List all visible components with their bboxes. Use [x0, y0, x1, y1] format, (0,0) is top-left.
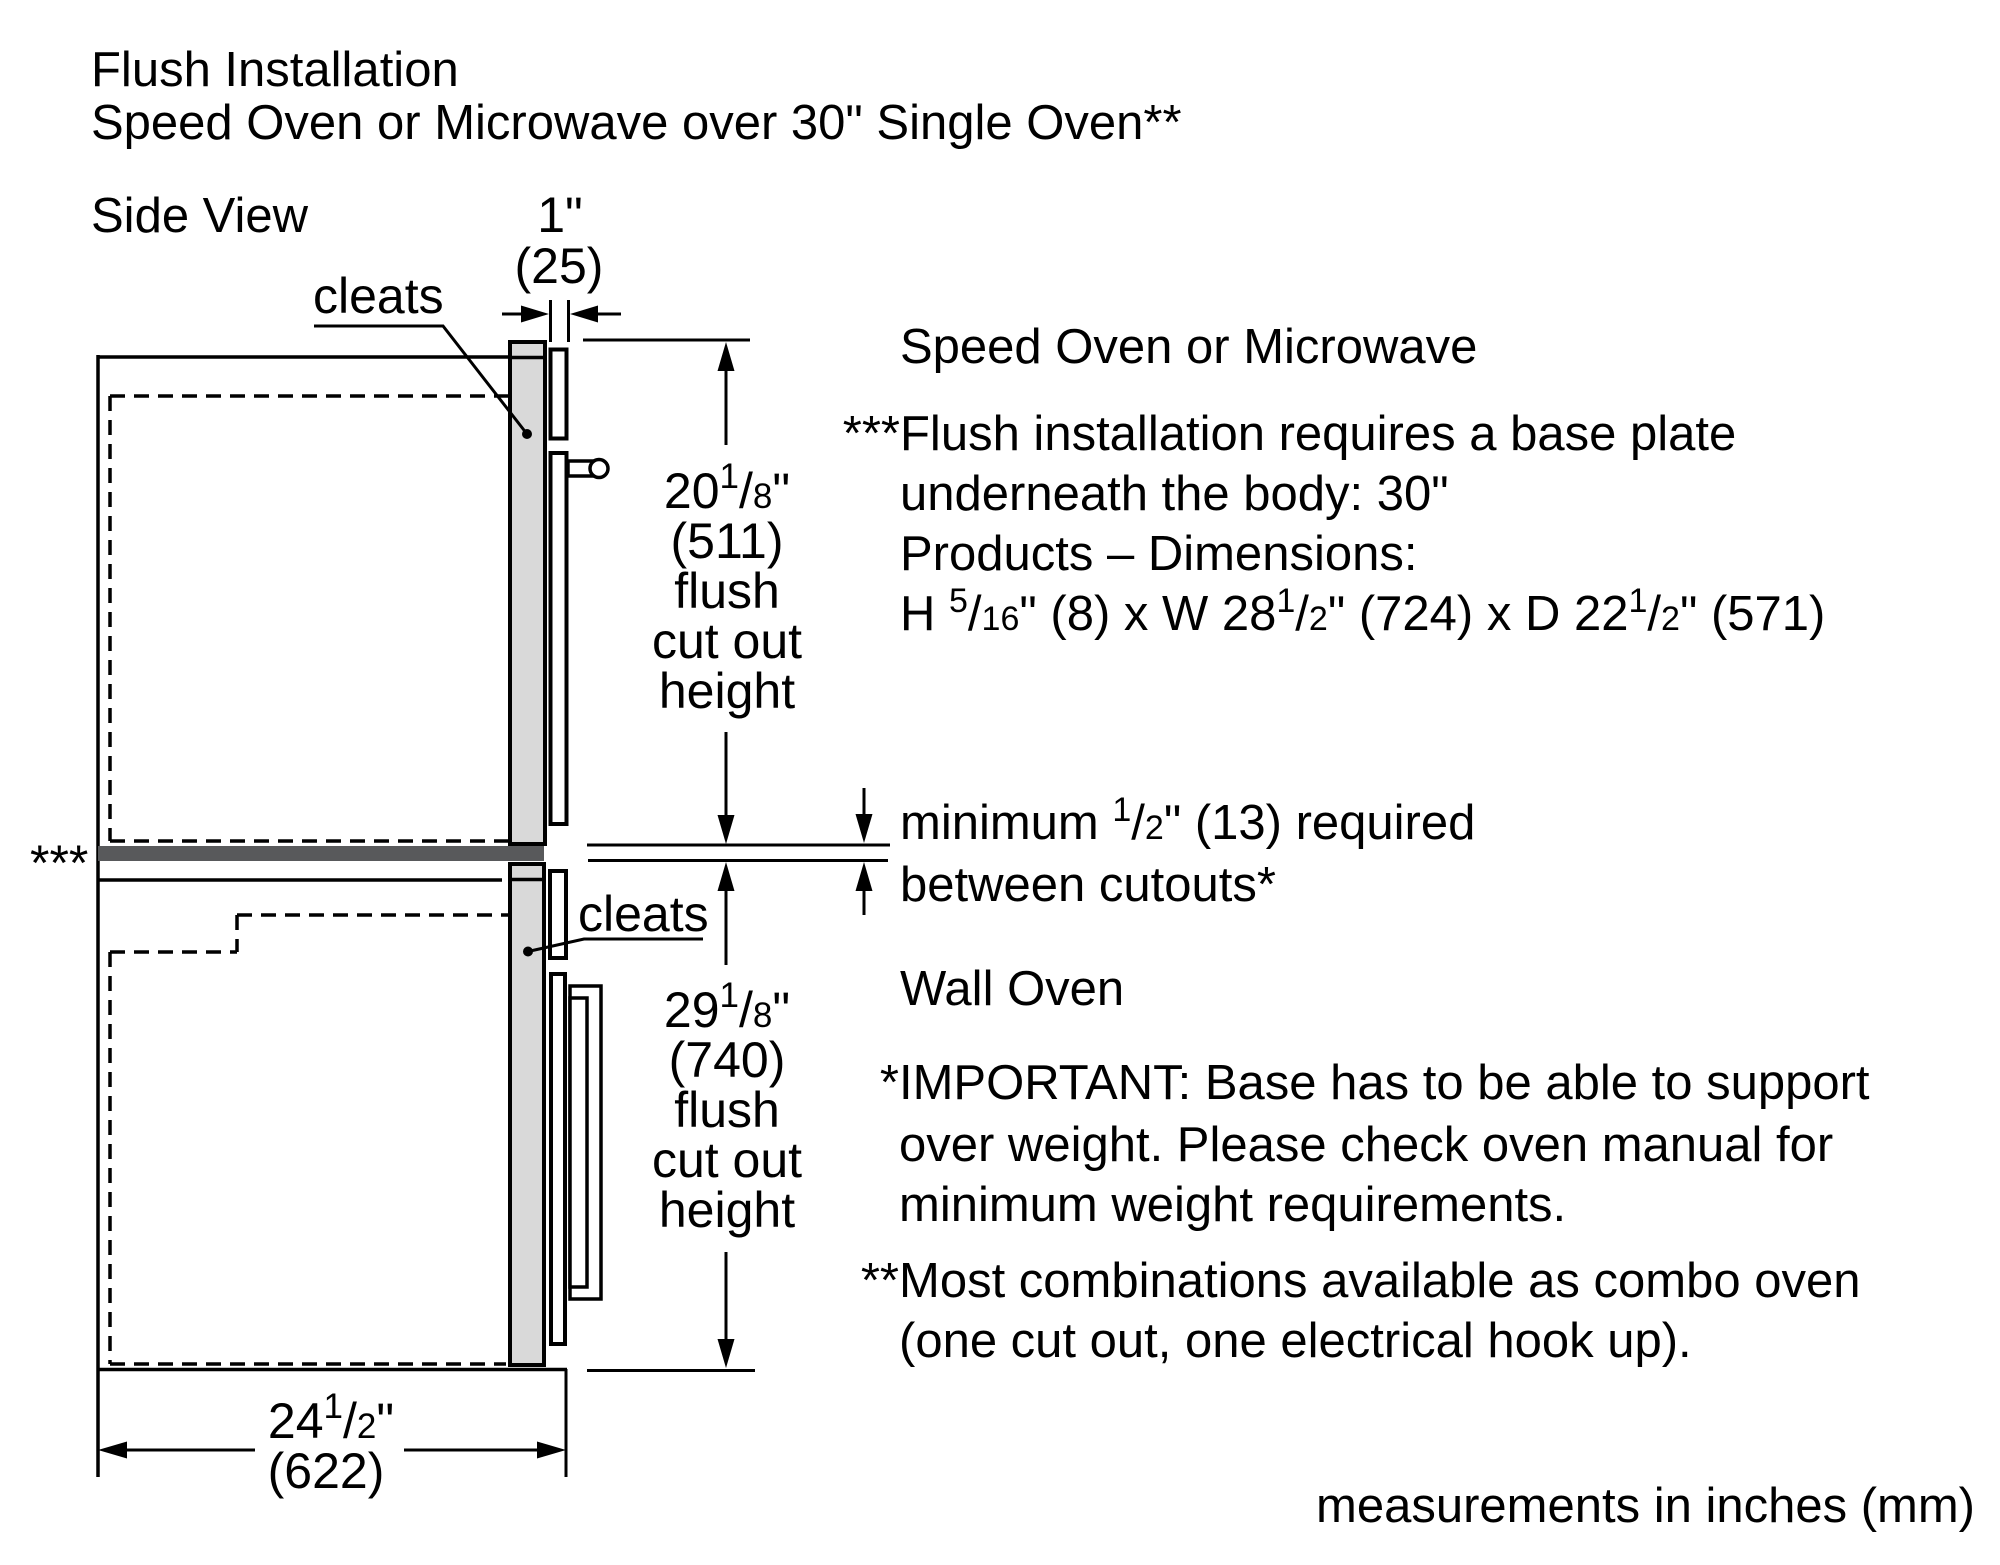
svg-text:(25): (25)	[515, 238, 604, 294]
svg-text:minimum weight requirements.: minimum weight requirements.	[899, 1178, 1566, 1232]
svg-text:**: **	[861, 1254, 899, 1308]
svg-text:(740): (740)	[669, 1032, 786, 1088]
svg-text:1": 1"	[537, 187, 583, 243]
svg-text:flush: flush	[674, 1082, 780, 1138]
svg-text:Most combinations available as: Most combinations available as combo ove…	[899, 1254, 1860, 1308]
svg-text:Wall Oven: Wall Oven	[900, 962, 1124, 1016]
svg-text:Side View: Side View	[91, 189, 309, 243]
svg-text:Products – Dimensions:: Products – Dimensions:	[900, 527, 1417, 581]
svg-text:Flush Installation: Flush Installation	[91, 43, 459, 97]
svg-text:height: height	[659, 1182, 795, 1238]
svg-text:Speed Oven or Microwave over 3: Speed Oven or Microwave over 30" Single …	[91, 96, 1182, 150]
svg-text:cut out: cut out	[652, 1132, 802, 1188]
svg-text:cleats: cleats	[313, 268, 444, 324]
svg-text:flush: flush	[674, 563, 780, 619]
svg-text:201/8": 201/8"	[664, 457, 790, 519]
svg-text:***: ***	[843, 407, 900, 461]
svg-text:cleats: cleats	[578, 886, 709, 942]
svg-text:between cutouts*: between cutouts*	[900, 858, 1276, 912]
svg-text:height: height	[659, 663, 795, 719]
svg-text:cut out: cut out	[652, 613, 802, 669]
svg-text:(511): (511)	[670, 513, 783, 569]
svg-text:minimum 1/2" (13) required: minimum 1/2" (13) required	[900, 791, 1475, 850]
svg-text:H 5/16" (8) x W 281/2" (724) x: H 5/16" (8) x W 281/2" (724) x D 221/2" …	[900, 582, 1825, 641]
svg-text:over weight. Please check oven: over weight. Please check oven manual fo…	[899, 1118, 1833, 1172]
svg-text:Speed Oven or Microwave: Speed Oven or Microwave	[900, 320, 1477, 374]
svg-text:(one cut out, one electrical h: (one cut out, one electrical hook up).	[899, 1314, 1692, 1368]
svg-text:underneath the body: 30": underneath the body: 30"	[900, 467, 1449, 521]
svg-text:*: *	[880, 1056, 899, 1110]
svg-text:measurements in inches (mm): measurements in inches (mm)	[1316, 1479, 1975, 1533]
svg-text:***: ***	[30, 835, 88, 891]
svg-text:Flush installation requires a: Flush installation requires a base plate	[900, 407, 1736, 461]
svg-text:(622): (622)	[268, 1443, 385, 1499]
svg-text:IMPORTANT: Base has to be able: IMPORTANT: Base has to be able to suppor…	[899, 1056, 1870, 1110]
